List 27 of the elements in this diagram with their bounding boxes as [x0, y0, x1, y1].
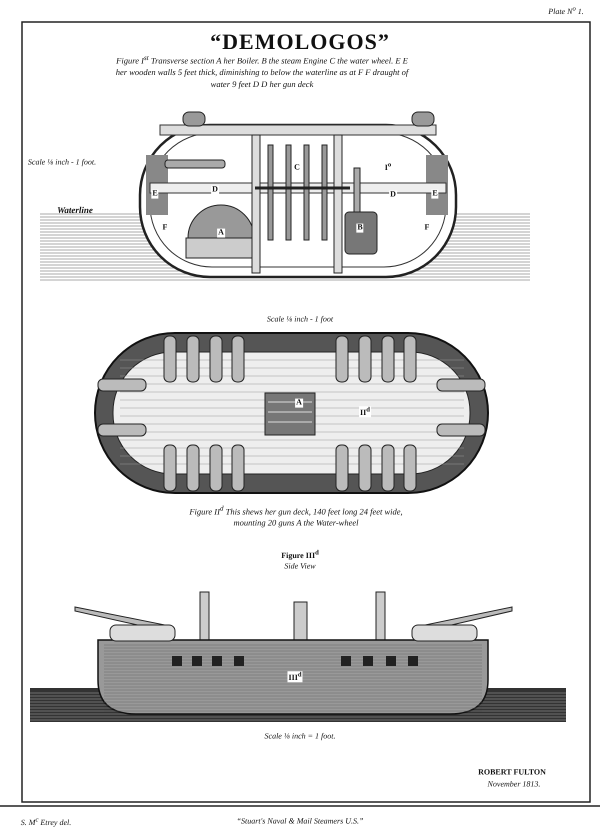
figure-caption: Figure II$^{d}$ This shews her gun deck, 140 feet long 24 feet wide, mounting 20 guns A the Water-wheel [188, 504, 404, 530]
part-letter: F [162, 224, 168, 232]
part-letter: I$^{o}$ [384, 161, 392, 173]
waterline-label: Waterline [57, 204, 93, 216]
scale-note: Scale ⅛ inch - 1 foot. [28, 158, 96, 168]
part-letter: E [151, 190, 159, 198]
figure-heading: ROBERT FULTON [478, 768, 546, 778]
part-letter: A [295, 398, 303, 408]
plate-note: S. M$^{c}$ Etrey del. [20, 815, 72, 829]
part-letter: B [356, 224, 364, 232]
part-letter: F [424, 224, 430, 232]
plate-note: November 1813. [488, 780, 540, 790]
scale-note: Scale ⅛ inch = 1 foot. [264, 732, 336, 742]
plate-note: “Stuart's Naval & Mail Steamers U.S.” [236, 816, 364, 828]
part-letter: A [217, 228, 225, 238]
scale-note: Scale ⅛ inch - 1 foot [266, 314, 334, 326]
plate-note: Side View [284, 562, 316, 572]
part-letter: C [293, 164, 301, 172]
part-letter: D [389, 190, 397, 200]
figure-heading: Figure III$^{d}$ [281, 548, 319, 562]
plate-note: Plate N$^{o}$ 1. [548, 4, 584, 18]
figure-caption: Figure I$^{st}$ Transverse section A her Boiler. B the steam Engine C the water wheel. E E her wooden walls 5 feet thick, diminishing to below the waterline as at F F draught of water 9 feet D D her gun deck [114, 54, 410, 90]
plate-title: “DEMOLOGOS” [210, 29, 390, 55]
part-letter: III$^{d}$ [287, 671, 303, 683]
part-letter: II$^{d}$ [359, 406, 371, 418]
part-letter: E [431, 190, 439, 198]
part-letter: D [211, 186, 219, 194]
